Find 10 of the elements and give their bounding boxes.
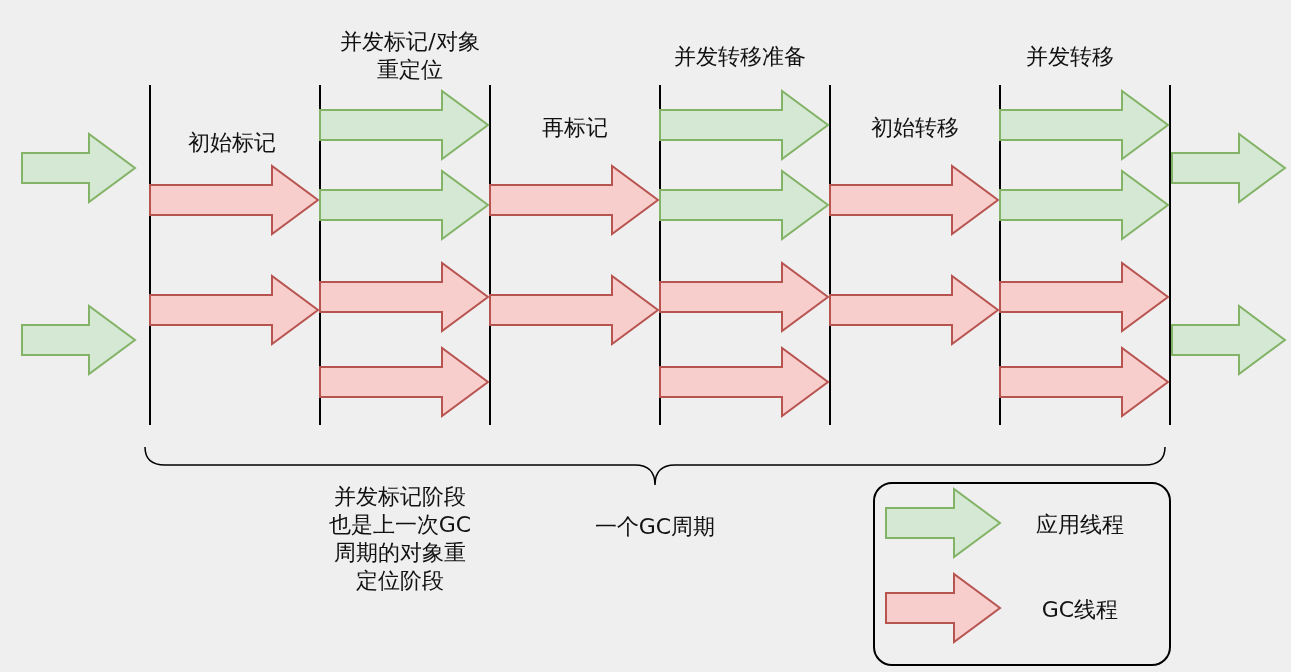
legend-label: GC线程: [1040, 596, 1120, 624]
note-text: 并发标记阶段也是上一次GC周期的对象重定位阶段: [327, 483, 473, 595]
legend-label: 应用线程: [1035, 511, 1125, 539]
phase-label: 再标记: [541, 114, 609, 142]
phase-label: 并发标记/对象重定位: [339, 28, 481, 84]
phase-label: 初始转移: [870, 114, 960, 142]
cycle-label: 一个GC周期: [593, 513, 717, 541]
phase-label: 并发转移: [1025, 43, 1115, 71]
phase-label: 初始标记: [187, 129, 277, 157]
phase-label: 并发转移准备: [673, 43, 807, 71]
